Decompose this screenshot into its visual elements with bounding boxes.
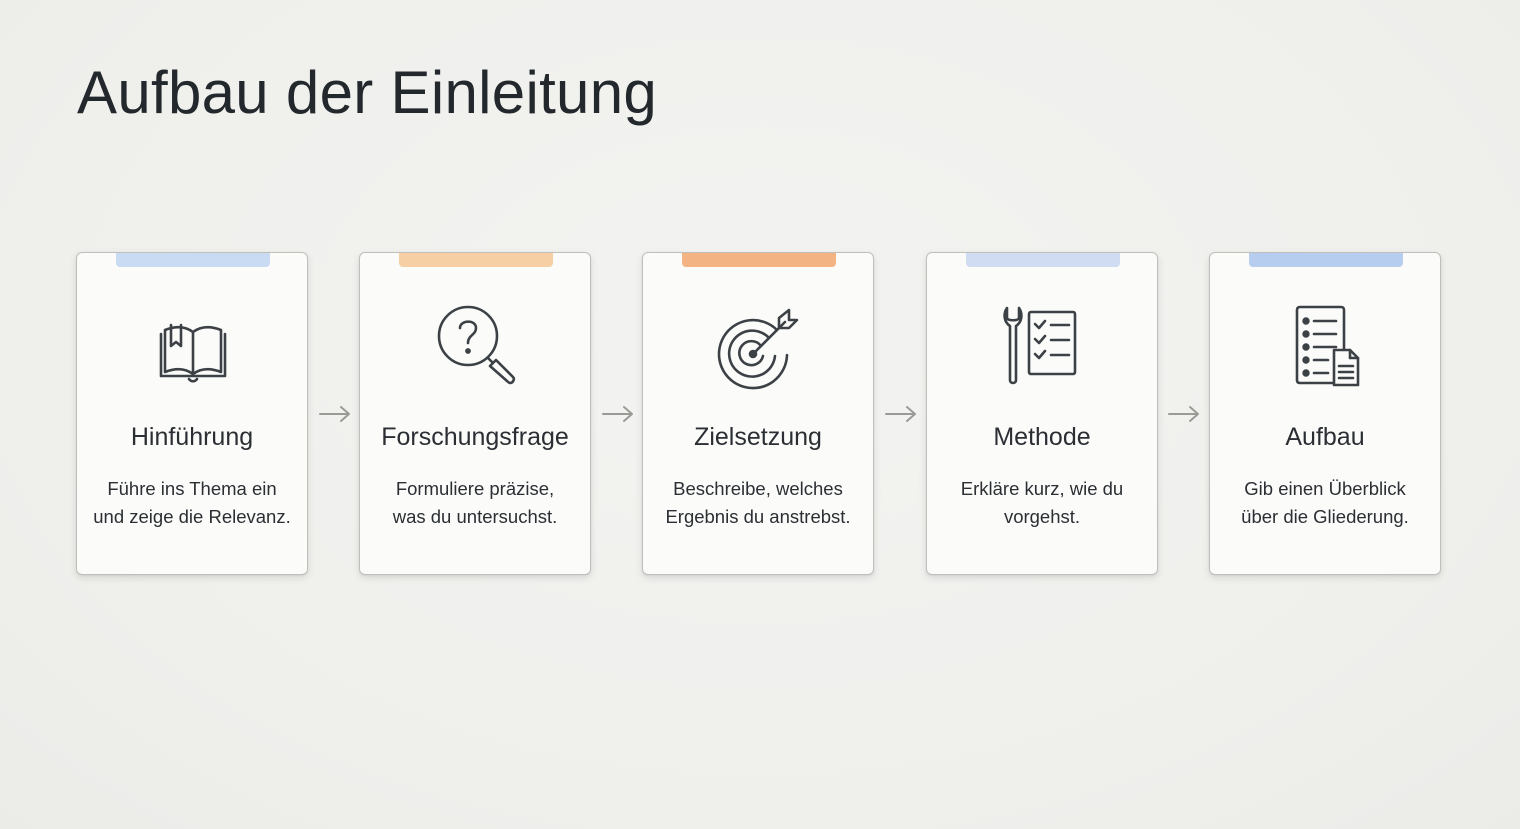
step-description-line: Gib einen Überblick [1244,478,1406,499]
step-description-line: Beschreibe, welches [673,478,843,499]
step-description: Erkläre kurz, wie du vorgehst. [935,475,1149,531]
step-description: Gib einen Überblick über die Gliederung. [1218,475,1432,531]
step-description: Formuliere präzise, was du untersuchst. [368,475,582,531]
page-title: Aufbau der Einleitung [77,59,658,126]
arrow-right-icon [885,406,916,422]
question-magnifier-icon [416,303,536,393]
wrench-checklist-icon [983,303,1103,393]
document-list-icon [1266,303,1386,393]
step-description-line: Formuliere präzise, [395,478,555,499]
step-heading: Forschungsfrage [381,423,569,451]
card-accent-bar [966,253,1120,267]
arrow-right-icon [319,406,350,422]
step-card-methode: Methode Erkläre kurz, wie du vorgehst. [926,252,1158,575]
step-description-line: und zeige die Relevanz. [93,506,291,527]
step-card-forschungsfrage: Forschungsfrage Formuliere präzise, was … [359,252,591,575]
card-accent-bar [116,253,270,267]
card-accent-bar [399,253,553,267]
step-heading: Hinführung [130,423,254,451]
card-accent-bar [1249,253,1403,267]
step-description: Führe ins Thema ein und zeige die Releva… [85,475,299,531]
step-description-line: vorgehst. [1003,506,1081,527]
arrow-right-icon [1168,406,1199,422]
step-description-line: Ergebnis du anstrebst. [665,506,851,527]
arrow-right-icon [602,406,633,422]
step-description-line: was du untersuchst. [392,506,558,527]
step-card-hinfuehrung: Hinführung Führe ins Thema ein und zeige… [76,252,308,575]
step-description-line: Führe ins Thema ein [107,478,277,499]
book-icon [133,303,253,393]
step-description: Beschreibe, welches Ergebnis du anstrebs… [651,475,865,531]
step-description-line: Erkläre kurz, wie du [960,478,1124,499]
step-card-aufbau: Aufbau Gib einen Überblick über die Glie… [1209,252,1441,575]
step-heading: Methode [993,423,1091,451]
step-heading: Zielsetzung [694,423,822,451]
step-heading: Aufbau [1285,423,1365,451]
step-card-zielsetzung: Zielsetzung Beschreibe, welches Ergebnis… [642,252,874,575]
card-accent-bar [682,253,836,267]
step-description-line: über die Gliederung. [1241,506,1409,527]
target-icon [699,303,819,393]
